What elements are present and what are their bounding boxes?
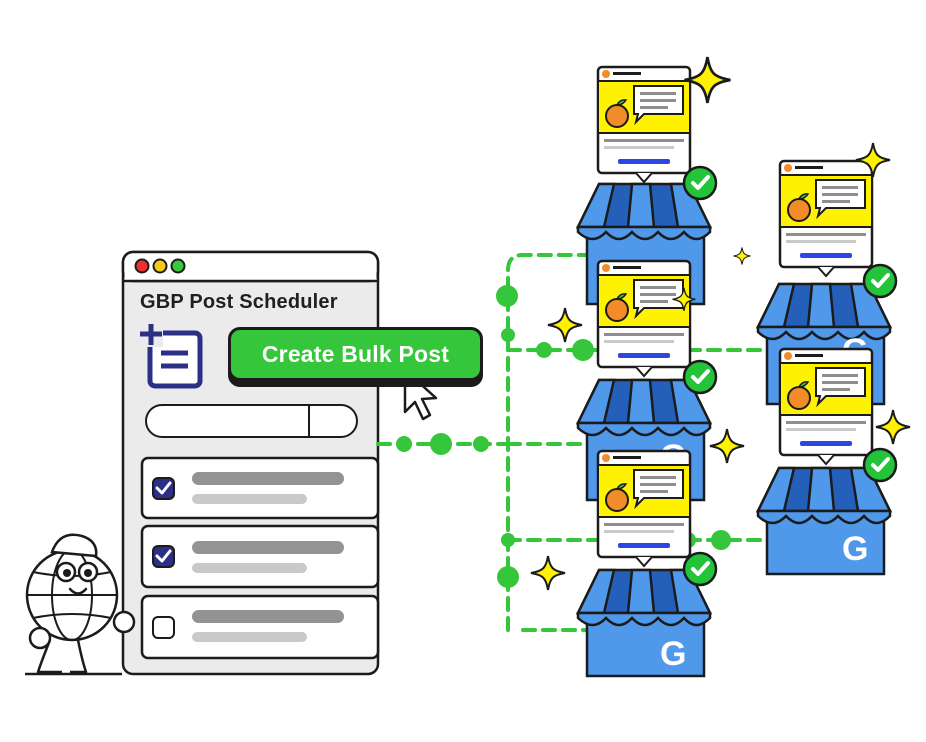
- list-item[interactable]: [140, 594, 380, 660]
- post-card: [596, 259, 692, 378]
- close-dot[interactable]: [134, 258, 150, 274]
- globe-mascot: [25, 533, 136, 676]
- list-item[interactable]: [140, 524, 380, 589]
- sparkle-icon: [709, 428, 745, 464]
- create-bulk-post-button[interactable]: Create Bulk Post: [228, 327, 483, 381]
- sparkle-icon: [530, 555, 566, 591]
- checkbox-unchecked: [152, 616, 175, 639]
- sparkle-icon: [875, 409, 911, 445]
- search-input[interactable]: [159, 412, 313, 432]
- list-item[interactable]: [140, 456, 380, 520]
- sparkle-icon: [547, 307, 583, 343]
- check-badge-icon: [682, 551, 718, 587]
- cursor-icon: [403, 368, 438, 421]
- post-card: [778, 347, 874, 466]
- post-card: [596, 449, 692, 568]
- check-badge-icon: [862, 447, 898, 483]
- post-card: [778, 159, 874, 278]
- check-badge-icon: [862, 263, 898, 299]
- google-g-icon: G: [660, 635, 686, 673]
- store-3[interactable]: G: [575, 568, 713, 678]
- search-bar: [145, 404, 358, 438]
- maximize-dot[interactable]: [170, 258, 186, 274]
- sparkle-icon: [733, 247, 751, 265]
- check-badge-icon: [682, 165, 718, 201]
- post-card: [596, 65, 692, 184]
- search-button[interactable]: [308, 404, 356, 438]
- store-5[interactable]: G: [755, 466, 893, 576]
- minimize-dot[interactable]: [152, 258, 168, 274]
- check-badge-icon: [682, 359, 718, 395]
- sparkle-icon: [683, 55, 732, 105]
- add-post-icon[interactable]: [139, 323, 203, 389]
- app-title: GBP Post Scheduler: [140, 291, 338, 313]
- google-g-icon: G: [842, 530, 868, 568]
- app-window: [121, 250, 380, 676]
